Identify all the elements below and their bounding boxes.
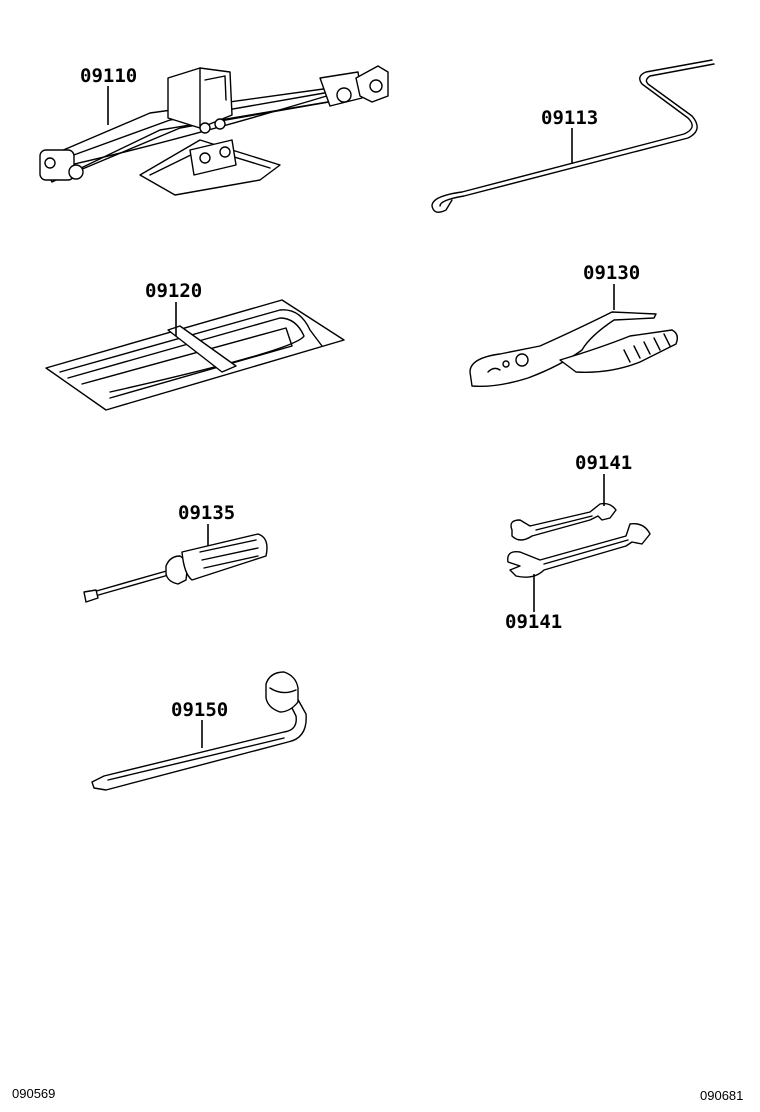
label-jack-handle: 09113 xyxy=(541,107,598,129)
label-jack: 09110 xyxy=(80,65,137,87)
screwdriver[interactable] xyxy=(83,533,268,603)
open-end-wrench-upper[interactable] xyxy=(510,502,617,541)
wheel-nut-wrench[interactable] xyxy=(91,671,307,791)
open-end-wrench-lower[interactable] xyxy=(507,523,651,578)
pliers[interactable] xyxy=(469,311,679,388)
label-tool-bag: 09120 xyxy=(145,280,202,302)
footer-left-code: 090569 xyxy=(12,1086,55,1101)
tool-bag[interactable] xyxy=(45,299,345,411)
label-wheel-wrench: 09150 xyxy=(171,699,228,721)
scissor-jack[interactable] xyxy=(39,65,389,196)
jack-handle[interactable] xyxy=(431,59,715,213)
footer-right-code: 090681 xyxy=(700,1088,743,1103)
label-wrench-upper: 09141 xyxy=(575,452,632,474)
label-wrench-lower: 09141 xyxy=(505,611,562,633)
label-screwdriver: 09135 xyxy=(178,502,235,524)
label-pliers: 09130 xyxy=(583,262,640,284)
